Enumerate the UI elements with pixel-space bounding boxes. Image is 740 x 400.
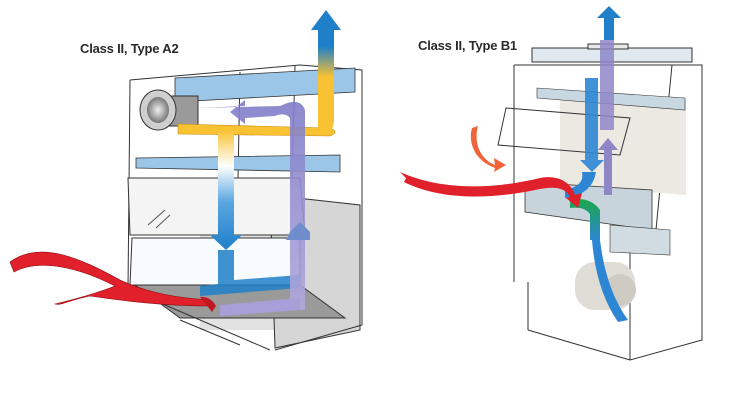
front-grille-inflow: [470, 126, 506, 172]
cabinet-outline: [129, 64, 363, 351]
exhaust-up-arrow-lower: [598, 138, 618, 195]
exhaust-arrow: [311, 10, 341, 132]
blower-flow-b1: [592, 240, 628, 322]
recirculation-path: [198, 100, 305, 310]
downflow-floor-path: [200, 250, 300, 296]
downflow-arrow: [210, 130, 242, 250]
cabinet-type-b1: [400, 6, 703, 361]
supply-hepa-filter: [135, 154, 341, 173]
diagram-title-type-b1: Class II, Type B1: [418, 38, 517, 53]
downflow-arrow-b1: [580, 78, 604, 172]
exhaust-arrow-b1: [597, 6, 621, 40]
exhaust-hepa-filter: [174, 67, 356, 103]
recirculation-floor-path: [220, 298, 300, 316]
contaminated-air-path: [177, 123, 336, 137]
cabinet-type-a2: [9, 10, 363, 351]
contaminated-air-path-b1: [570, 199, 600, 240]
room-air-inflow-b1: [400, 172, 582, 208]
diagram-title-type-a2: Class II, Type A2: [80, 41, 179, 56]
room-air-inflow-ribbon: [9, 251, 211, 307]
recirculation-path-b1: [600, 40, 614, 130]
sash-panel: [127, 177, 306, 236]
